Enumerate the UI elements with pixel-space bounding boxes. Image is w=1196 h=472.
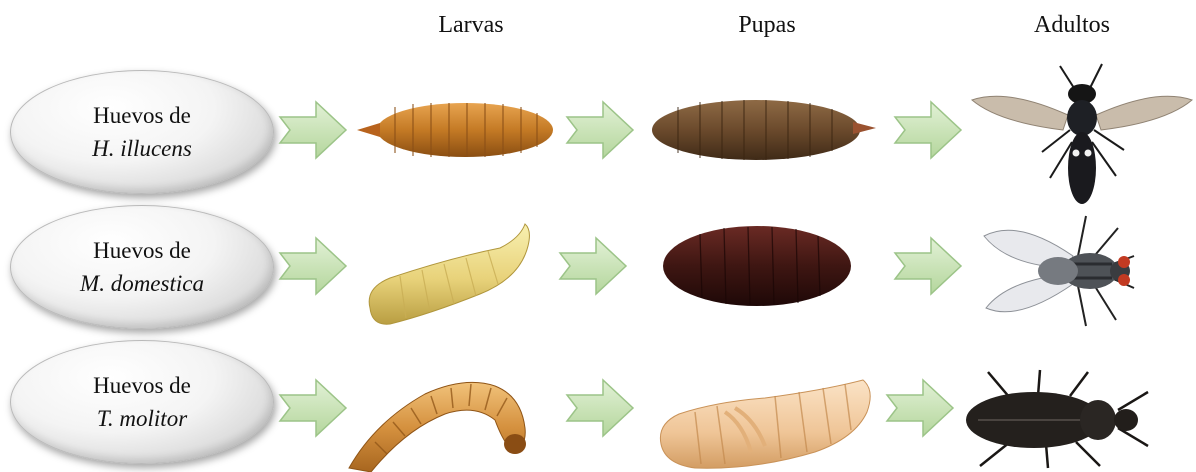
egg-oval-m-domestica: Huevos de M. domestica [10,205,274,329]
m-domestica-pupa-image [660,222,855,310]
t-molitor-pupa-image [655,372,877,472]
species-name: M. domestica [80,267,204,300]
m-domestica-adult-image [978,208,1148,338]
header-larvas: Larvas [391,12,551,39]
t-molitor-larva-image [345,372,533,472]
h-illucens-larva-image [355,95,560,165]
header-adultos: Adultos [992,12,1152,39]
egg-label: Huevos de [93,234,191,267]
egg-oval-t-molitor: Huevos de T. molitor [10,340,274,464]
arrow-right-icon [278,236,348,296]
arrow-right-icon [278,378,348,438]
m-domestica-larva-image [360,218,535,330]
arrow-right-icon [893,236,963,296]
header-pupas: Pupas [687,12,847,39]
arrow-right-icon [565,378,635,438]
arrow-right-icon [558,236,628,296]
egg-label: Huevos de [93,369,191,402]
arrow-right-icon [565,100,635,160]
arrow-right-icon [278,100,348,160]
species-name: H. illucens [92,132,192,165]
h-illucens-pupa-image [648,95,878,165]
t-molitor-adult-image [958,362,1158,470]
egg-label: Huevos de [93,99,191,132]
h-illucens-adult-image [968,60,1196,208]
species-name: T. molitor [97,402,187,435]
arrow-right-icon [893,100,963,160]
arrow-right-icon [885,378,955,438]
egg-oval-h-illucens: Huevos de H. illucens [10,70,274,194]
